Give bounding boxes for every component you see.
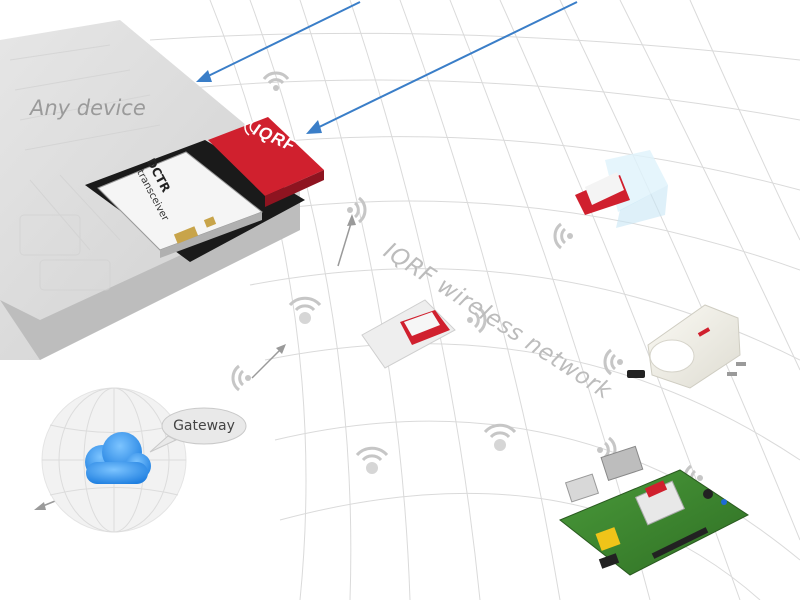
any-device-label: Any device — [30, 96, 146, 120]
dctr-module — [97, 117, 324, 258]
node-small-board — [575, 150, 668, 228]
cloud-icon — [85, 432, 151, 484]
wifi-signal-icon — [231, 71, 703, 492]
incoming-arrows — [196, 1, 578, 134]
network-mesh — [149, 0, 800, 600]
gateway-bubble — [149, 407, 247, 453]
node-dev-board — [559, 445, 749, 576]
node-module — [361, 299, 456, 369]
globe-icon — [41, 387, 187, 533]
node-smart-plug — [627, 304, 746, 389]
gateway-label: Gateway — [173, 418, 235, 434]
brand-signal-icon — [244, 118, 254, 136]
